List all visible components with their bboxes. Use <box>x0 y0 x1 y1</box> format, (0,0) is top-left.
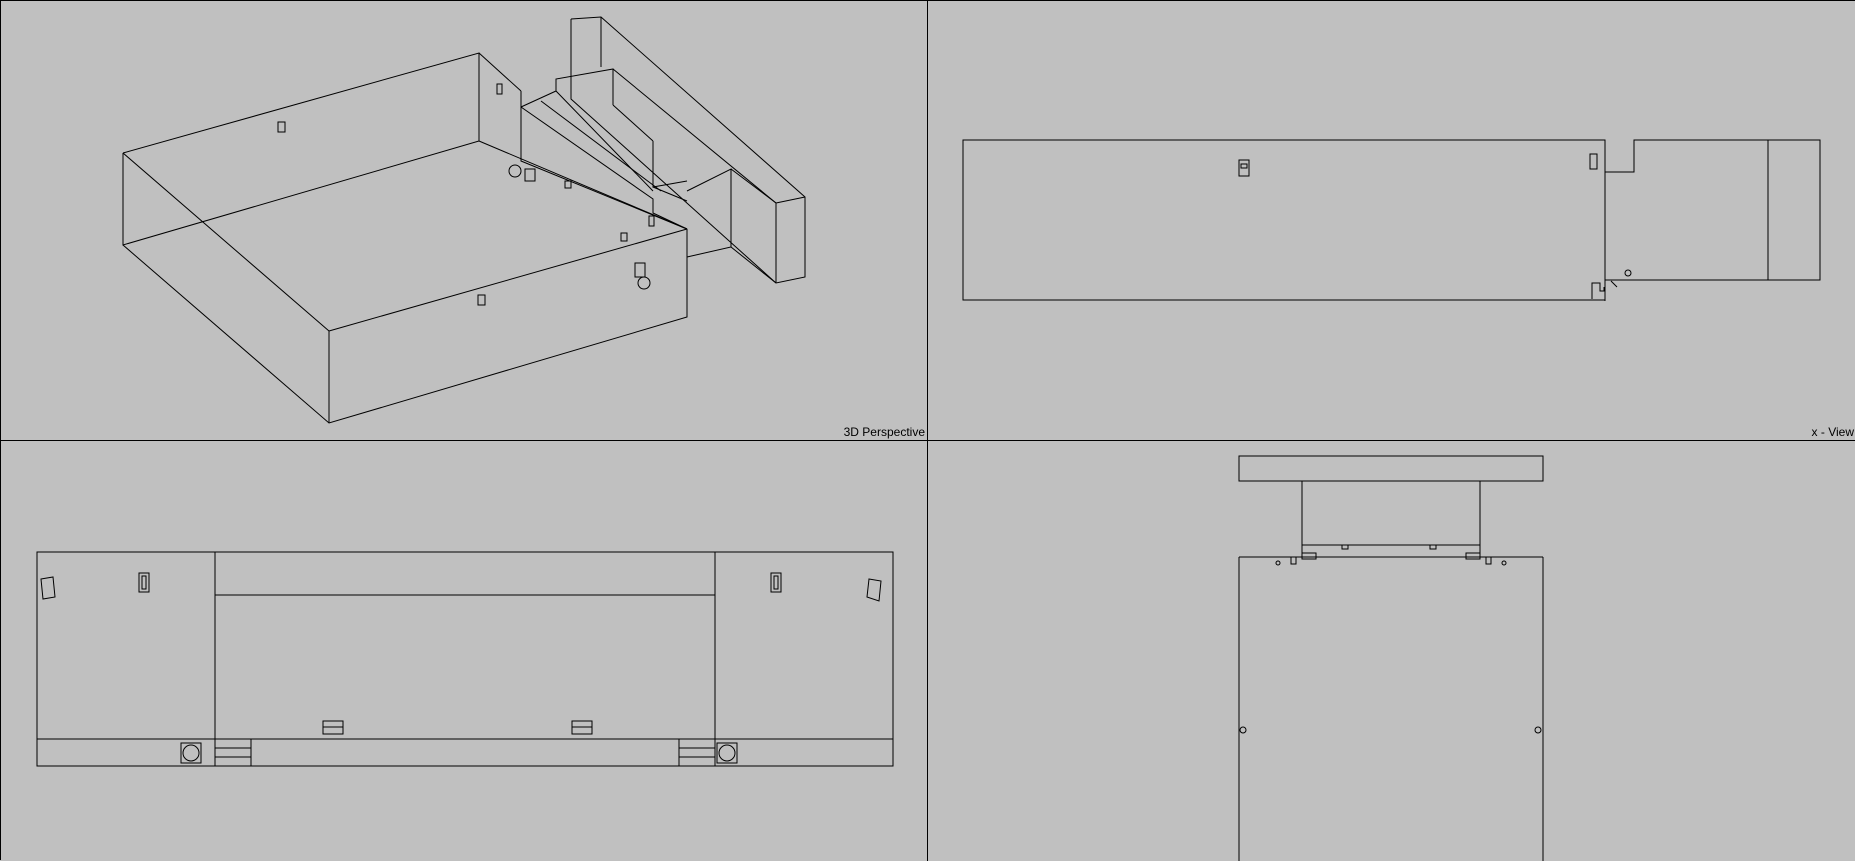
top-view-wireframe <box>1238 455 1544 861</box>
viewport-3d-perspective[interactable]: 3D Perspective <box>1 1 927 440</box>
viewport-label-perspective: 3D Perspective <box>843 425 925 439</box>
viewport-label-x-view: x - View <box>1811 425 1854 439</box>
viewport-top-view[interactable] <box>928 441 1855 861</box>
viewport-x-view[interactable]: x - View <box>928 1 1855 440</box>
perspective-wireframe <box>122 16 806 424</box>
viewport-divider-horizontal[interactable] <box>1 440 1855 441</box>
viewport-divider-vertical[interactable] <box>927 1 928 861</box>
x-view-wireframe <box>962 139 1821 301</box>
viewport-front-view[interactable] <box>1 441 927 861</box>
front-view-wireframe <box>36 551 894 767</box>
